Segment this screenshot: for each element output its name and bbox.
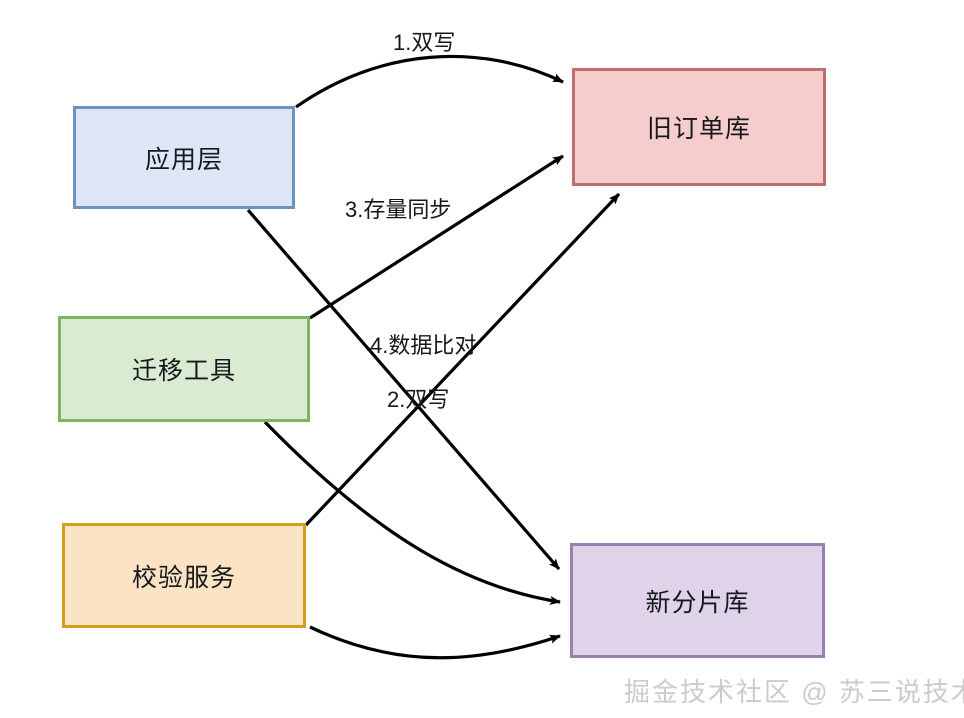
node-new-shard-db[interactable]: 新分片库: [570, 543, 825, 658]
edge-paths: [246, 54, 621, 660]
edge-label-2: 2.双写: [387, 387, 450, 412]
node-old-order-db[interactable]: 旧订单库: [572, 68, 826, 186]
node-label-verify-service: 校验服务: [131, 563, 236, 592]
node-label-old-order-db: 旧订单库: [646, 115, 751, 143]
watermark: 掘金技术社区 @ 苏三说技术: [624, 677, 964, 707]
edge-edge-2: [246, 208, 561, 571]
node-label-new-shard-db: 新分片库: [645, 588, 750, 617]
node-app-layer[interactable]: 应用层: [73, 106, 295, 209]
node-migration-tool[interactable]: 迁移工具: [58, 316, 310, 422]
edge-label-1: 1.双写: [393, 30, 456, 55]
edge-edge-6: [309, 625, 561, 660]
edge-label-3: 3.存量同步: [345, 197, 452, 222]
edge-label-4: 4.数据比对: [370, 333, 477, 358]
edge-edge-1: [295, 54, 564, 109]
node-label-migration-tool: 迁移工具: [131, 357, 236, 385]
edge-edge-3: [309, 154, 564, 320]
edge-edge-5: [263, 420, 561, 605]
edge-edge-4: [304, 192, 621, 527]
node-verify-service[interactable]: 校验服务: [62, 523, 306, 628]
node-label-app-layer: 应用层: [144, 145, 223, 174]
